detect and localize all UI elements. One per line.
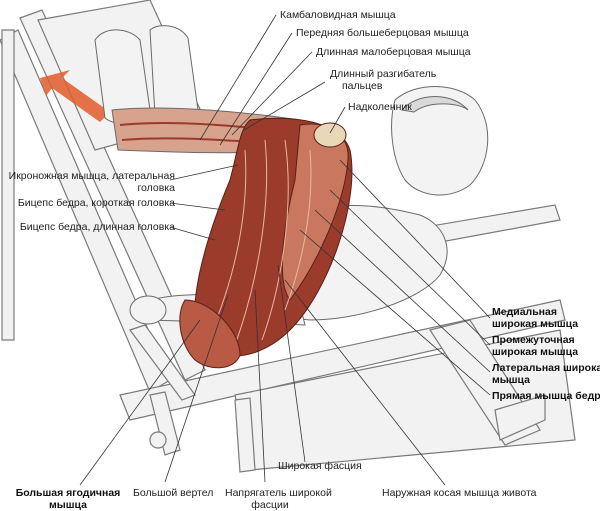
label-peroneus-longus: Длинная малоберцовая мышца	[316, 46, 471, 58]
leader-tensor	[254, 289, 266, 483]
label-tibialis-anterior: Передняя большеберцовая мышца	[296, 27, 469, 39]
leader-oblique	[284, 279, 446, 486]
label-biceps-short: Бицепс бедра, короткая головка	[17, 197, 175, 209]
leader-gastrocnemius	[199, 14, 277, 141]
leader-fascia	[277, 264, 306, 463]
leader-extensor	[243, 81, 326, 131]
label-rectus-femoris: Прямая мышца бедра	[492, 390, 600, 402]
leader-tibialis	[219, 32, 293, 146]
label-calf-lateral-2: головка	[137, 182, 175, 194]
leader-peroneus	[231, 51, 313, 136]
label-biceps-long: Бицепс бедра, длинная головка	[19, 221, 175, 233]
label-external-oblique: Наружная косая мышца живота	[382, 487, 537, 499]
leader-biceps-long	[169, 226, 216, 241]
label-tensor-1: Напрягатель широкой	[225, 487, 332, 499]
label-gluteus-1: Большая ягодичная	[15, 487, 121, 499]
label-vastus-medialis-1: Медиальная	[492, 306, 557, 318]
leader-vastus-medialis	[339, 159, 491, 319]
label-extensor-digitorum-2: пальцев	[342, 80, 383, 92]
label-vastus-lateralis-2: мышца	[492, 374, 530, 386]
label-extensor-digitorum-1: Длинный разгибатель	[330, 68, 437, 80]
leader-trochanter	[164, 294, 229, 483]
label-fascia-lata: Широкая фасция	[278, 460, 362, 472]
leader-calf-lateral	[169, 164, 239, 181]
leader-vastus-intermedius	[329, 189, 491, 346]
label-gastrocnemius: Камбаловидная мышца	[280, 9, 396, 21]
label-gluteus-2: мышца	[49, 499, 87, 511]
leader-vastus-lateralis	[314, 209, 491, 373]
leader-lines	[79, 14, 491, 486]
direction-arrow	[40, 70, 110, 122]
leader-rectus	[299, 229, 491, 396]
label-vastus-medialis-2: широкая мышца	[492, 318, 579, 330]
thigh-muscles	[179, 117, 353, 369]
leader-patella	[329, 106, 346, 134]
label-tensor-2: фасции	[251, 499, 289, 511]
label-vastus-lateralis-1: Латеральная широкая	[492, 362, 600, 374]
label-patella: Надколенник	[348, 101, 412, 113]
label-greater-trochanter: Большой вертел	[133, 487, 214, 499]
label-vastus-intermedius-2: широкая мышца	[492, 346, 579, 358]
leader-gluteus	[79, 319, 201, 486]
leader-biceps-short	[169, 202, 226, 211]
label-calf-lateral-1: Икроножная мышца, латеральная	[8, 170, 175, 182]
label-vastus-intermedius-1: Промежуточная	[492, 334, 575, 346]
